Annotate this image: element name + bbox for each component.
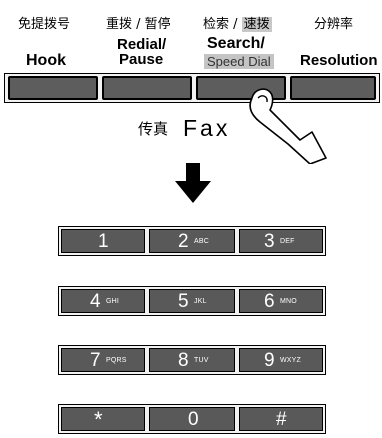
pause-label-en: Pause (119, 51, 164, 68)
redial-label-en: Redial/ (117, 36, 167, 53)
key-letters: ABC (194, 238, 209, 245)
key-0[interactable]: 0 (149, 407, 235, 431)
resolution-label-en: Resolution (300, 52, 378, 69)
hook-label-cn: 免提拨号 (18, 17, 71, 32)
key-5[interactable]: 5 JKL (149, 289, 235, 313)
resolution-label-cn: 分辨率 (314, 17, 354, 32)
dial-row-3: 7 PQRS 8 TUV 9 WXYZ (58, 345, 326, 375)
pointing-finger-icon (249, 88, 327, 164)
search-speed-dial-button[interactable] (196, 76, 286, 100)
speed-dial-label-en: Speed Dial (204, 53, 274, 71)
key-letters: TUV (194, 357, 209, 364)
key-letters: JKL (194, 298, 207, 305)
redial-label-cn: 重拨 / 暂停 (106, 17, 171, 32)
key-3[interactable]: 3 DEF (239, 229, 323, 253)
key-digit: 1 (98, 231, 109, 252)
key-letters: MNO (280, 298, 297, 305)
hook-label-en: Hook (26, 52, 66, 69)
key-digit: * (94, 407, 103, 432)
hook-button[interactable] (8, 76, 98, 100)
search-label-cn: 检索 / 速拨 (203, 17, 272, 32)
key-letters: DEF (280, 238, 295, 245)
key-8[interactable]: 8 TUV (149, 348, 235, 372)
fax-label-en: Fax (183, 115, 231, 141)
key-7[interactable]: 7 PQRS (61, 348, 145, 372)
resolution-button[interactable] (290, 76, 376, 100)
key-digit: 6 (264, 291, 275, 312)
key-1[interactable]: 1 (61, 229, 145, 253)
speed-dial-label-cn: 速拨 (241, 17, 272, 32)
dial-row-2: 4 GHI 5 JKL 6 MNO (58, 286, 326, 316)
key-letters: WXYZ (280, 357, 302, 364)
search-label-en: Search/ (207, 35, 265, 52)
dial-row-1: 1 2 ABC 3 DEF (58, 226, 326, 256)
dial-row-4: * 0 # (58, 404, 326, 434)
key-digit: 5 (178, 291, 189, 312)
fax-label-cn: 传真 (138, 120, 169, 138)
search-label-cn-prefix: 检索 / (203, 17, 242, 32)
key-9[interactable]: 9 WXYZ (239, 348, 323, 372)
key-digit: 9 (264, 350, 275, 371)
speed-dial-label-text: Speed Dial (204, 54, 274, 69)
key-6[interactable]: 6 MNO (239, 289, 323, 313)
key-hash[interactable]: # (239, 407, 323, 431)
key-digit: 8 (178, 350, 189, 371)
key-digit: 0 (188, 409, 199, 430)
key-digit: 7 (90, 350, 101, 371)
key-digit: 3 (264, 231, 275, 252)
key-digit: # (276, 409, 287, 430)
key-digit: 2 (178, 231, 189, 252)
key-letters: GHI (106, 298, 120, 305)
key-2[interactable]: 2 ABC (149, 229, 235, 253)
down-arrow-icon (175, 163, 211, 203)
key-star[interactable]: * (61, 407, 145, 431)
key-4[interactable]: 4 GHI (61, 289, 145, 313)
key-digit: 4 (90, 291, 101, 312)
key-letters: PQRS (106, 357, 127, 364)
redial-pause-button[interactable] (102, 76, 192, 100)
